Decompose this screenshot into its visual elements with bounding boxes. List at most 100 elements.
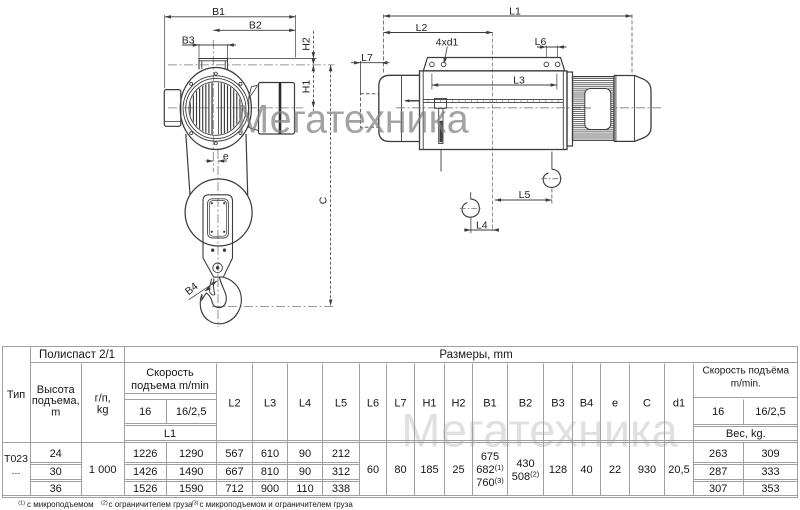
svg-text:309: 309: [761, 448, 779, 460]
svg-text:36: 36: [50, 483, 62, 495]
svg-text:312: 312: [332, 466, 350, 478]
svg-text:30: 30: [50, 466, 62, 478]
svg-text:L7: L7: [394, 398, 406, 410]
svg-text:B2: B2: [519, 398, 532, 410]
svg-text:...: ...: [12, 465, 21, 477]
svg-text:B2: B2: [249, 20, 262, 32]
svg-text:Высота: Высота: [37, 384, 76, 396]
svg-text:1490: 1490: [179, 466, 203, 478]
svg-text:810: 810: [261, 466, 279, 478]
svg-text:22: 22: [609, 464, 621, 476]
svg-text:16: 16: [139, 406, 151, 418]
svg-text:L1: L1: [509, 5, 521, 17]
svg-text:H1: H1: [422, 398, 436, 410]
svg-text:H2: H2: [300, 37, 312, 51]
svg-text:20,5: 20,5: [668, 464, 689, 476]
svg-text:L5: L5: [519, 189, 531, 201]
svg-text:1226: 1226: [133, 448, 157, 460]
svg-text:1 000: 1 000: [89, 464, 117, 476]
svg-text:B4: B4: [580, 398, 593, 410]
svg-text:16/2,5: 16/2,5: [176, 406, 207, 418]
svg-text:L2: L2: [416, 22, 428, 34]
svg-text:16: 16: [712, 406, 724, 418]
svg-text:263: 263: [709, 448, 727, 460]
svg-text:1290: 1290: [179, 448, 203, 460]
svg-text:508(2): 508(2): [512, 470, 540, 483]
svg-text:90: 90: [299, 466, 311, 478]
svg-text:H1: H1: [300, 80, 312, 94]
svg-text:L4: L4: [476, 219, 488, 231]
svg-text:B3: B3: [551, 398, 564, 410]
svg-text:L6: L6: [367, 398, 379, 410]
svg-text:L3: L3: [264, 398, 276, 410]
svg-text:подъема,: подъема,: [32, 395, 80, 407]
svg-text:с микроподъемом: с микроподъемом: [27, 500, 94, 509]
svg-text:Тип: Тип: [7, 389, 25, 401]
svg-text:Скорость: Скорость: [146, 367, 194, 379]
svg-text:1590: 1590: [179, 483, 203, 495]
svg-text:333: 333: [761, 466, 779, 478]
svg-text:B3: B3: [182, 34, 195, 46]
svg-text:B1: B1: [483, 398, 496, 410]
svg-text:Мегатехника: Мегатехника: [236, 98, 468, 142]
svg-text:430: 430: [516, 458, 534, 470]
svg-text:Мегатехника: Мегатехника: [401, 404, 678, 457]
svg-text:B1: B1: [212, 6, 225, 18]
svg-text:L2: L2: [228, 398, 240, 410]
svg-text:L5: L5: [335, 398, 347, 410]
svg-text:307: 307: [709, 483, 727, 495]
svg-text:667: 667: [225, 466, 243, 478]
svg-text:подъема m/min: подъема m/min: [131, 380, 209, 392]
svg-text:L7: L7: [361, 52, 373, 64]
svg-text:e: e: [612, 398, 618, 410]
svg-text:900: 900: [261, 483, 279, 495]
svg-text:(3): (3): [192, 500, 199, 506]
svg-text:Полиспаст 2/1: Полиспаст 2/1: [39, 349, 115, 361]
svg-text:d1: d1: [673, 398, 685, 410]
svg-text:4xd1: 4xd1: [436, 36, 459, 48]
svg-text:B4: B4: [183, 280, 201, 297]
svg-text:212: 212: [332, 448, 350, 460]
svg-text:90: 90: [299, 448, 311, 460]
svg-text:353: 353: [761, 483, 779, 495]
svg-text:610: 610: [261, 448, 279, 460]
svg-text:Т023: Т023: [4, 453, 28, 465]
svg-text:L1: L1: [164, 428, 176, 440]
svg-text:H2: H2: [451, 398, 465, 410]
svg-text:L3: L3: [513, 74, 525, 86]
svg-text:с ограничителем груза: с ограничителем груза: [109, 500, 194, 509]
svg-text:80: 80: [394, 464, 406, 476]
svg-text:110: 110: [296, 483, 314, 495]
svg-text:e: e: [223, 150, 229, 162]
svg-text:40: 40: [580, 464, 592, 476]
svg-text:(1): (1): [18, 500, 25, 506]
svg-text:Вес, kg.: Вес, kg.: [726, 428, 766, 440]
svg-text:16/2,5: 16/2,5: [755, 406, 786, 418]
svg-text:m: m: [51, 406, 60, 418]
svg-text:128: 128: [549, 464, 567, 476]
svg-text:760(3): 760(3): [476, 476, 504, 489]
svg-text:L4: L4: [299, 398, 311, 410]
svg-text:25: 25: [452, 464, 464, 476]
svg-text:930: 930: [638, 464, 656, 476]
svg-text:C: C: [643, 398, 651, 410]
svg-text:(2): (2): [101, 500, 108, 506]
svg-text:287: 287: [709, 466, 727, 478]
svg-text:C: C: [318, 196, 330, 204]
svg-text:с микроподъемом и ограничителе: с микроподъемом и ограничителем груза: [200, 500, 354, 509]
svg-text:kg: kg: [97, 404, 109, 416]
svg-text:L6: L6: [535, 36, 547, 48]
svg-text:712: 712: [225, 483, 243, 495]
svg-text:567: 567: [225, 448, 243, 460]
svg-text:185: 185: [420, 464, 438, 476]
svg-text:г/п,: г/п,: [95, 393, 111, 405]
svg-text:60: 60: [367, 464, 379, 476]
svg-text:675: 675: [481, 451, 499, 463]
svg-text:338: 338: [332, 483, 350, 495]
svg-text:Скорость подъёма: Скорость подъёма: [703, 366, 790, 377]
svg-text:682(1): 682(1): [476, 463, 504, 476]
svg-text:m/min.: m/min.: [731, 379, 761, 390]
svg-text:1426: 1426: [133, 466, 157, 478]
svg-text:24: 24: [50, 448, 62, 460]
svg-text:Размеры, mm: Размеры, mm: [439, 349, 512, 361]
